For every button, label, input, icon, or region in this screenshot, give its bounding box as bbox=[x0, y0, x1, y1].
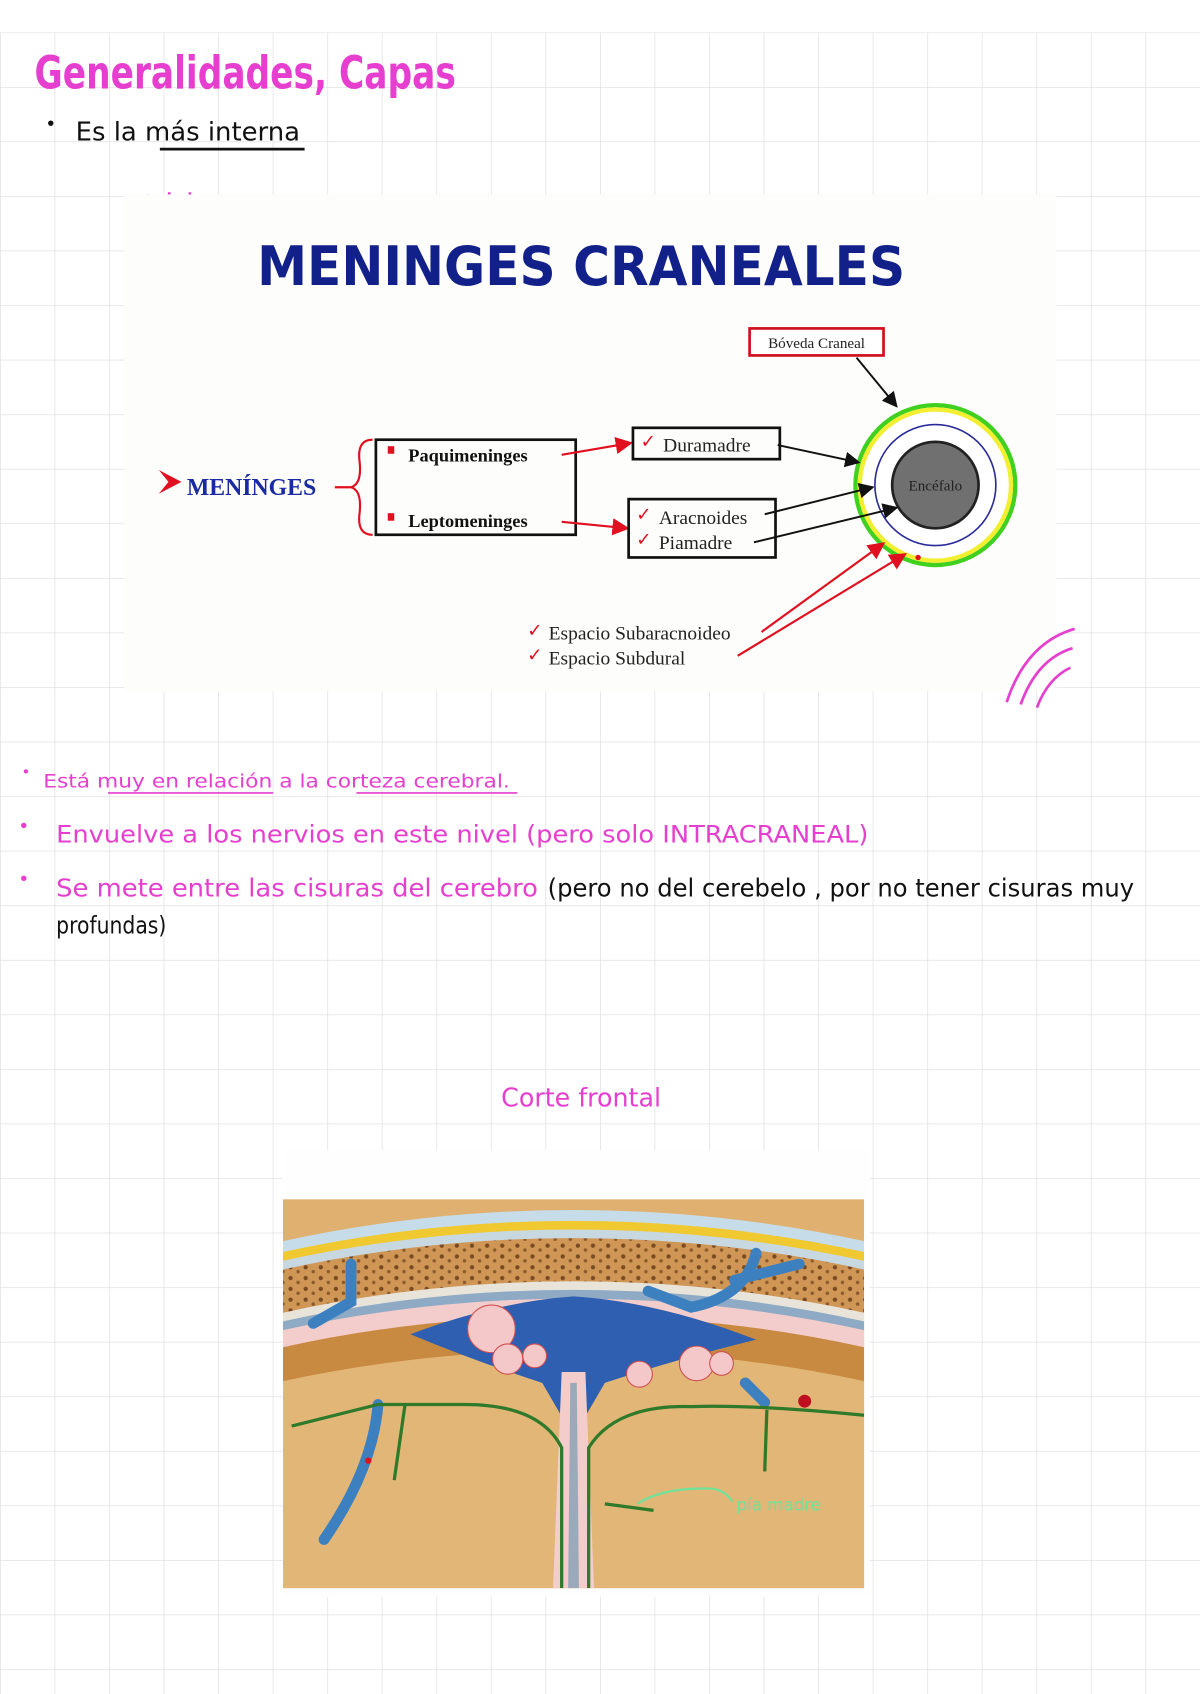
lepto-piamadre: Piamadre bbox=[659, 533, 732, 554]
check-icon: ✓ bbox=[636, 505, 651, 525]
arachnoid-granulations bbox=[467, 1304, 734, 1388]
lepto-box bbox=[627, 497, 777, 559]
root-label: MENÍNGES bbox=[187, 475, 316, 501]
check-icon: ✓ bbox=[641, 431, 656, 451]
arrow-head-icon bbox=[158, 469, 182, 494]
arrow bbox=[561, 518, 630, 536]
bullet-3-pink-text: Se mete entre las cisuras del cerebro bbox=[56, 874, 538, 903]
section-label: Corte frontal bbox=[501, 1083, 661, 1113]
bullet-3-black-text-cont: profundas) bbox=[56, 911, 166, 939]
check-icon: ✓ bbox=[636, 530, 651, 550]
arrow bbox=[561, 436, 633, 456]
pia-madre-pointer bbox=[636, 1487, 734, 1505]
page-heading: Generalidades, Capas bbox=[35, 47, 456, 100]
bullet-1-text: Está muy en relación a la corteza cerebr… bbox=[43, 772, 510, 793]
group-paquimeninges: Paquimeninges bbox=[408, 445, 527, 465]
pia-lines bbox=[291, 1402, 865, 1589]
bullet-square-icon bbox=[387, 513, 395, 521]
frontal-section-illustration: pía madre bbox=[282, 1150, 870, 1597]
arrow bbox=[753, 503, 899, 544]
bullet-dot bbox=[21, 875, 27, 882]
pia-madre-label: pía madre bbox=[737, 1495, 821, 1515]
group-leptomeninges: Leptomeninges bbox=[408, 511, 527, 531]
space-subdural: Espacio Subdural bbox=[549, 648, 686, 669]
bullet-dot bbox=[23, 769, 29, 774]
bullet-3-black-text: (pero no del cerebelo , por no tener cis… bbox=[548, 874, 1134, 903]
arachnoid-ring bbox=[874, 423, 997, 547]
diagram-title: MENINGES CRANEALES bbox=[257, 235, 905, 298]
meninges-diagram: MENINGES CRANEALES MENÍNGES Paquimeninge… bbox=[124, 194, 1057, 692]
skull-label: Bóveda Craneal bbox=[768, 336, 865, 352]
decorative-arcs-right bbox=[1005, 627, 1076, 709]
arrow bbox=[855, 356, 898, 408]
marker-dot bbox=[915, 554, 921, 561]
brace bbox=[334, 438, 373, 536]
brain-label: Encéfalo bbox=[909, 478, 963, 494]
arrow bbox=[760, 542, 886, 633]
bullet-2-text: Envuelve a los nervios en este nivel (pe… bbox=[56, 821, 868, 849]
skull-box bbox=[748, 327, 885, 357]
space-subarachnoid: Espacio Subaracnoideo bbox=[549, 624, 731, 645]
arrow bbox=[737, 553, 907, 657]
bullet-dot bbox=[21, 822, 27, 829]
arrow bbox=[764, 482, 875, 516]
brain-circle bbox=[890, 440, 980, 530]
groups-box bbox=[374, 438, 578, 537]
check-icon: ✓ bbox=[527, 645, 542, 665]
dura-box bbox=[631, 426, 782, 461]
vessels bbox=[307, 1247, 805, 1545]
bullet-dot bbox=[48, 120, 54, 126]
dura-label: Duramadre bbox=[663, 436, 750, 457]
intro-bullet-text: Es la más interna bbox=[76, 117, 300, 147]
bullet-square-icon bbox=[387, 446, 395, 454]
check-icon: ✓ bbox=[527, 620, 542, 640]
arrow bbox=[777, 444, 861, 468]
lepto-aracnoides: Aracnoides bbox=[659, 508, 748, 529]
